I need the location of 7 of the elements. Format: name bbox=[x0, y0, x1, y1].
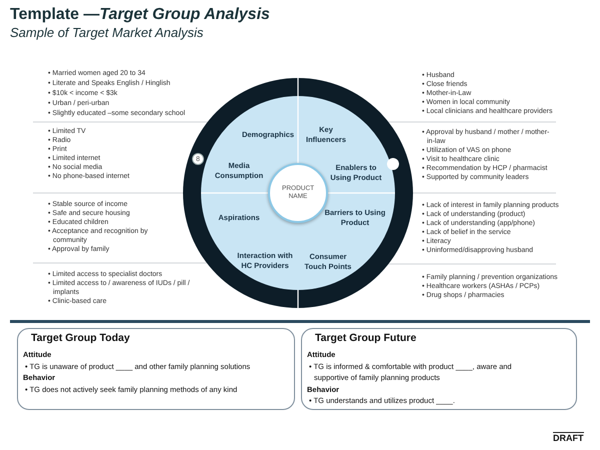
card-heading: Target Group Future bbox=[314, 332, 418, 345]
card-heading: Target Group Today bbox=[30, 332, 131, 345]
subtitle: Sample of Target Market Analysis bbox=[10, 25, 204, 41]
info-card bbox=[17, 328, 295, 410]
title: Template —Target Group Analysis bbox=[10, 5, 270, 25]
info-card bbox=[301, 328, 577, 410]
draft-stamp: DRAFT bbox=[553, 432, 584, 444]
